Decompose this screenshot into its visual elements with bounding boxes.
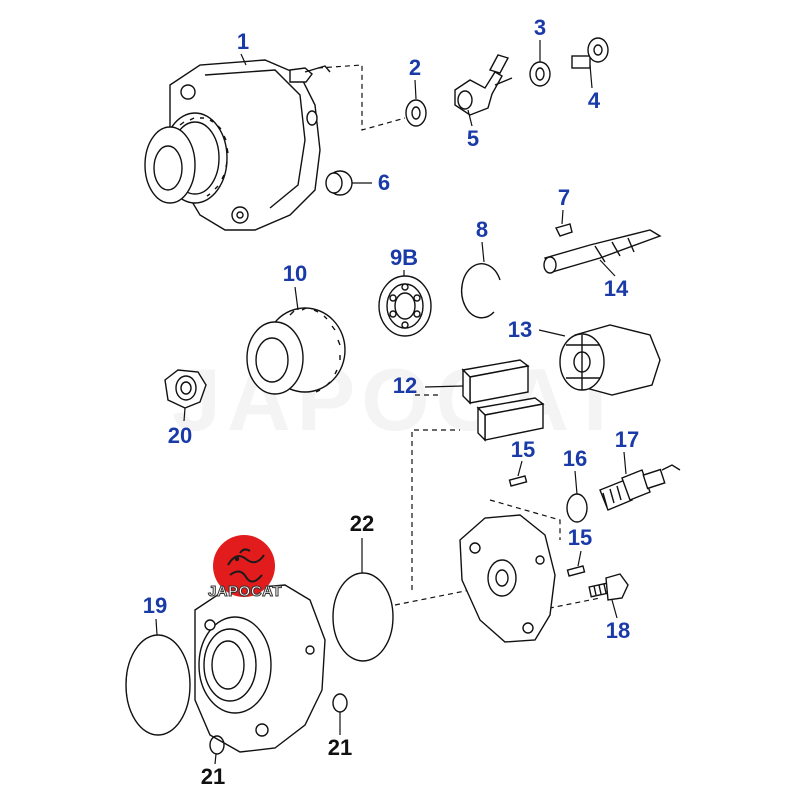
- logo-text: JAPOCAT: [207, 583, 283, 601]
- callout-1: 1: [236, 29, 250, 54]
- callout-13: 13: [507, 317, 533, 342]
- callout-4: 4: [587, 88, 601, 113]
- part-9b-bearing: [378, 275, 432, 337]
- pump-housing-lower: [194, 584, 326, 753]
- part-15-pin-lower: [566, 565, 586, 577]
- callout-9b: 9B: [389, 245, 419, 270]
- callout-5: 5: [466, 126, 480, 151]
- callout-17: 17: [614, 427, 640, 452]
- callout-21-right: 21: [327, 735, 353, 760]
- callout-21-left: 21: [200, 764, 226, 789]
- callout-22: 22: [349, 511, 375, 536]
- part-22-o-ring-large: [332, 572, 394, 662]
- part-12-vanes: [461, 359, 545, 442]
- part-14-shaft: [543, 229, 662, 274]
- part-4-bolt: [571, 37, 609, 69]
- pump-end-cover: [459, 514, 556, 643]
- part-1-pump-assembly: [144, 59, 331, 231]
- logo-badge-icon: [213, 535, 275, 597]
- part-2-washer: [405, 99, 427, 127]
- callout-3: 3: [533, 15, 547, 40]
- callout-7: 7: [557, 185, 571, 210]
- callout-6: 6: [377, 170, 391, 195]
- part-16-o-ring: [566, 493, 588, 523]
- callout-leaders: [155, 40, 627, 765]
- part-21-o-ring-left: [209, 735, 225, 755]
- callout-19: 19: [142, 593, 168, 618]
- callout-8: 8: [475, 217, 489, 242]
- watermark-text: JAPOCAT: [172, 349, 628, 451]
- callout-14: 14: [603, 276, 629, 301]
- part-7-key: [554, 223, 573, 237]
- callout-16: 16: [562, 446, 588, 471]
- part-18-bolt: [588, 573, 629, 601]
- callout-15-lower: 15: [567, 525, 593, 550]
- part-3-washer: [529, 61, 551, 87]
- part-10-gear: [246, 307, 346, 395]
- part-13-rotor: [559, 324, 661, 396]
- callout-20: 20: [167, 423, 193, 448]
- part-8-snap-ring: [460, 263, 501, 319]
- part-21-o-ring-right: [332, 693, 348, 713]
- callout-2: 2: [408, 55, 422, 80]
- part-19-o-ring: [125, 634, 191, 736]
- callout-12: 12: [392, 373, 418, 398]
- callout-10: 10: [282, 261, 308, 286]
- part-20-nut: [164, 369, 207, 409]
- part-5-union-fitting: [454, 54, 513, 116]
- part-17-sensor: [599, 464, 681, 511]
- part-6-plug: [325, 170, 353, 196]
- callout-18: 18: [605, 618, 631, 643]
- callout-15-upper: 15: [510, 437, 536, 462]
- part-15-pin-upper: [508, 475, 528, 487]
- japocat-logo: JAPOCAT: [200, 535, 290, 605]
